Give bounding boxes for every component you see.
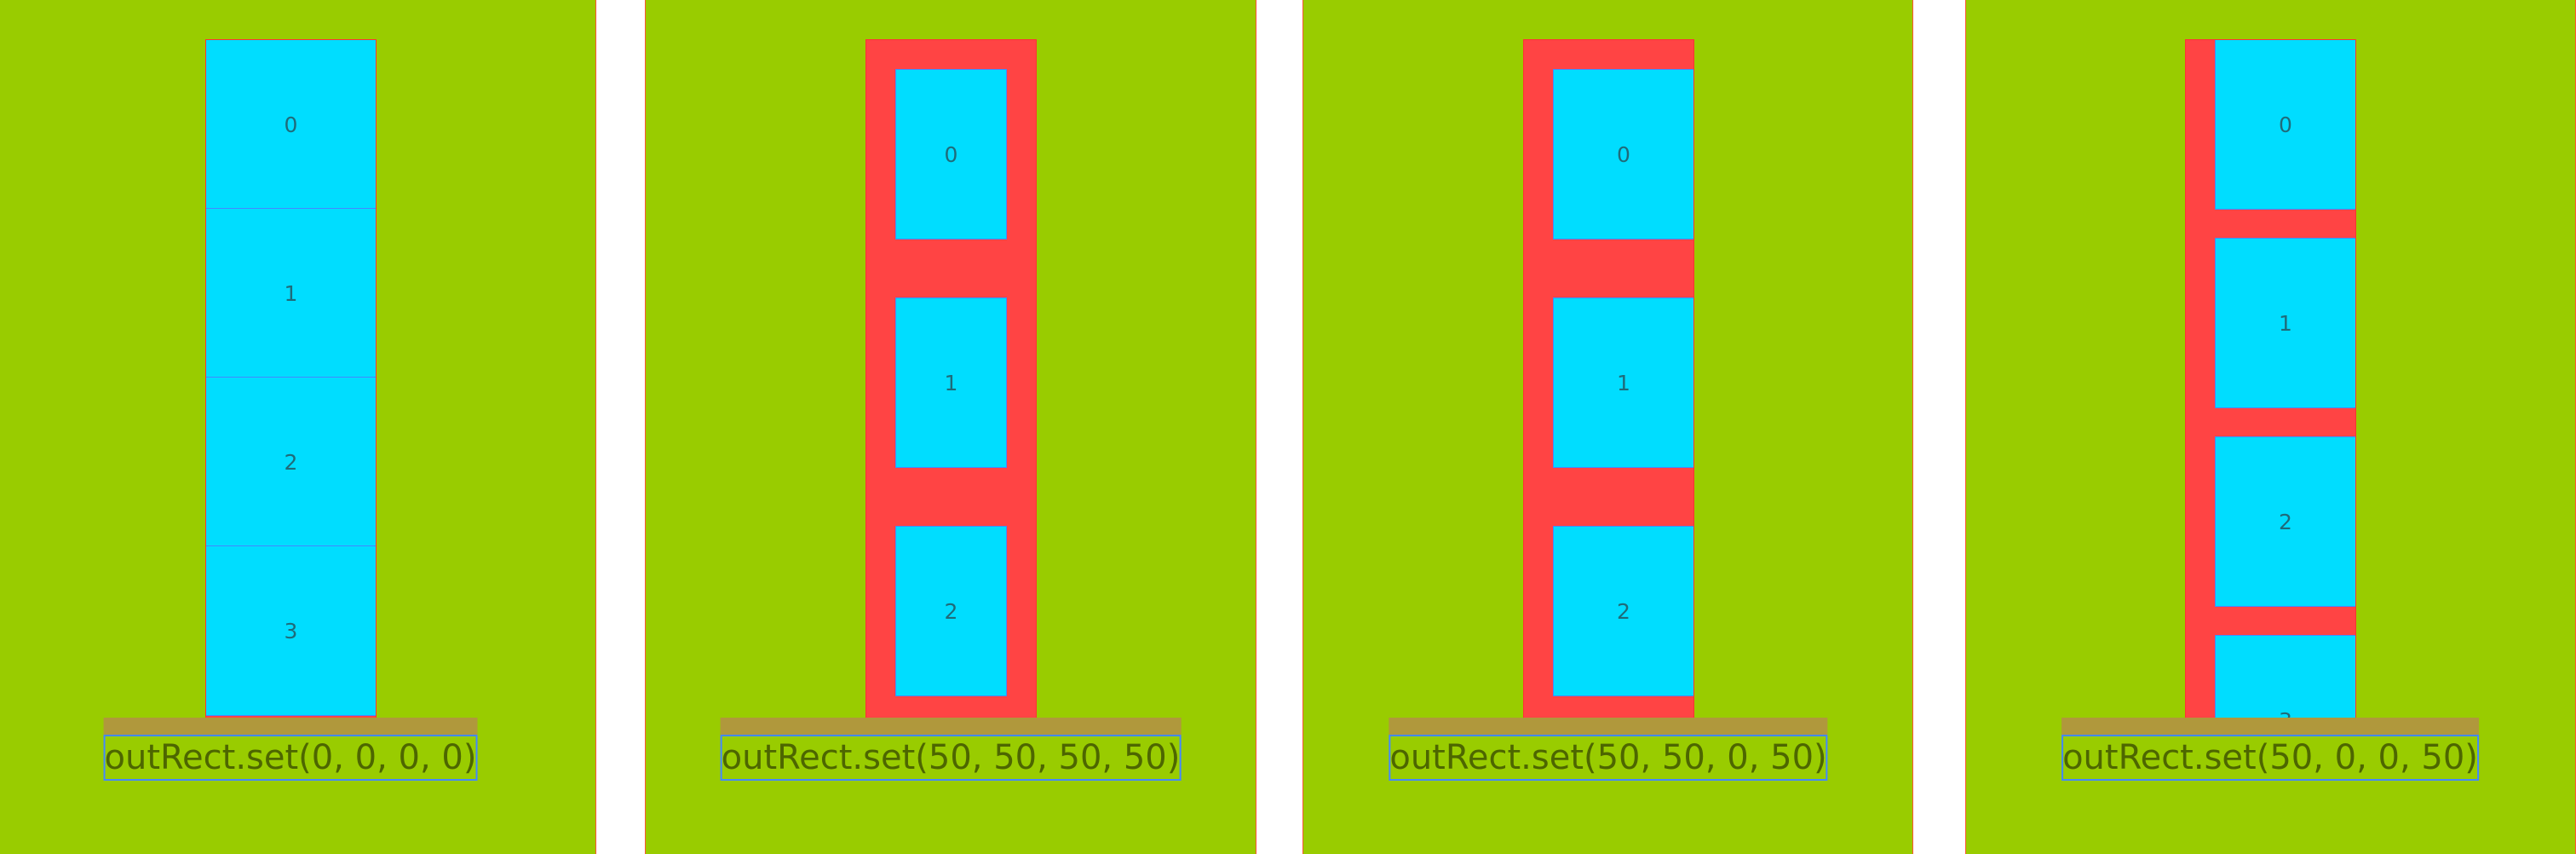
caption: outRect.set(0, 0, 0, 0) <box>103 718 478 781</box>
list-item-content: 3 <box>206 545 376 716</box>
caption: outRect.set(50, 0, 0, 50) <box>2061 718 2479 781</box>
list-item[interactable]: 2 <box>1524 497 1693 718</box>
caption: outRect.set(50, 50, 50, 50) <box>720 718 1182 781</box>
list-item-content: 0 <box>1553 69 1693 239</box>
caption-label: outRect.set(50, 50, 50, 50) <box>720 735 1182 781</box>
list-item[interactable]: 3 <box>206 545 376 716</box>
list-item-content: 2 <box>2215 436 2355 607</box>
list-item-content: 3 <box>2215 635 2355 718</box>
list-item[interactable]: 2 <box>2186 436 2355 636</box>
list-item[interactable]: 0 <box>1524 40 1693 268</box>
list-item-content: 1 <box>1553 297 1693 468</box>
recycler-list[interactable]: 0 1 2 <box>865 39 1037 718</box>
demo-panel-2: 0 1 2 outRect.set(50, 50, 50, 50) <box>645 0 1256 854</box>
list-item-content: 2 <box>206 377 376 547</box>
list-item[interactable]: 1 <box>1524 268 1693 497</box>
divider-bar <box>2061 718 2479 735</box>
list-item[interactable]: 0 <box>2186 40 2355 239</box>
list-item-content: 0 <box>895 69 1007 239</box>
list-item[interactable]: 2 <box>206 377 376 547</box>
list-item-content: 0 <box>2215 40 2355 210</box>
list-item-content: 2 <box>895 526 1007 696</box>
list-item[interactable]: 1 <box>2186 238 2355 437</box>
caption-label: outRect.set(50, 0, 0, 50) <box>2061 735 2479 781</box>
list-item-content: 0 <box>206 40 376 210</box>
list-item[interactable]: 1 <box>206 208 376 378</box>
list-item[interactable]: 0 <box>206 40 376 210</box>
caption-label: outRect.set(50, 50, 0, 50) <box>1389 735 1828 781</box>
recycler-list[interactable]: 0 1 2 3 <box>2185 39 2356 718</box>
caption: outRect.set(50, 50, 0, 50) <box>1389 718 1828 781</box>
list-item[interactable]: 3 <box>2186 635 2355 718</box>
divider-bar <box>1389 718 1828 735</box>
list-item-content: 1 <box>895 297 1007 468</box>
caption-label: outRect.set(0, 0, 0, 0) <box>103 735 478 781</box>
list-item[interactable]: 2 <box>866 497 1036 718</box>
list-item[interactable]: 0 <box>866 40 1036 268</box>
list-item-content: 2 <box>1553 526 1693 696</box>
list-item[interactable]: 1 <box>866 268 1036 497</box>
list-item-content: 1 <box>206 208 376 378</box>
demo-panel-4: 0 1 2 3 outRect.set(50, 0, 0, 50) <box>1965 0 2576 854</box>
list-item-content: 1 <box>2215 238 2355 408</box>
divider-bar <box>720 718 1182 735</box>
divider-bar <box>103 718 478 735</box>
recycler-list[interactable]: 0 1 2 <box>1523 39 1694 718</box>
demo-panel-3: 0 1 2 outRect.set(50, 50, 0, 50) <box>1302 0 1913 854</box>
